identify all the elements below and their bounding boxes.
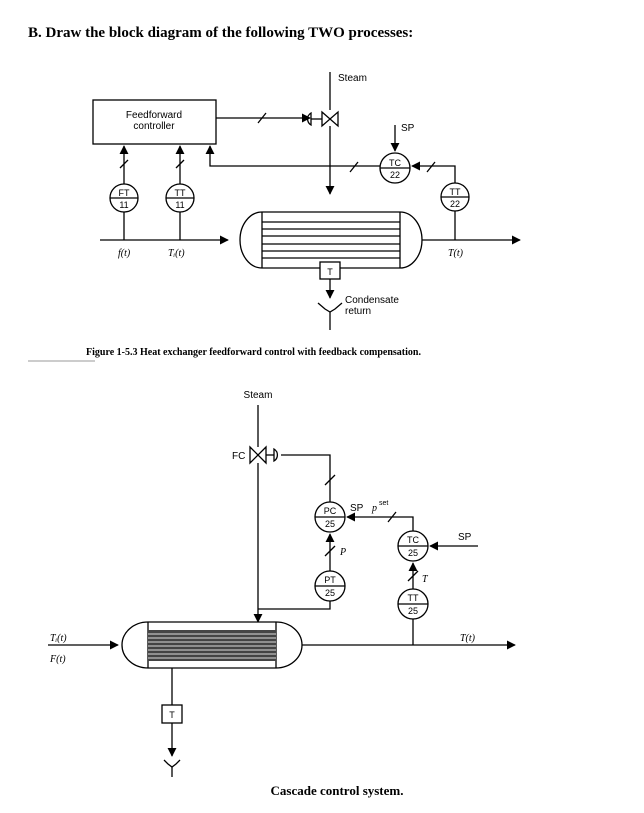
tt-11-num: 11 xyxy=(175,200,184,210)
f-label-2: F(t) xyxy=(49,654,66,665)
figure-1 xyxy=(92,72,521,330)
tt-25-num: 25 xyxy=(408,606,418,616)
steam-label-2: Steam xyxy=(244,390,273,401)
pt-25-tag: PT xyxy=(324,575,336,585)
pset-label: p xyxy=(371,503,377,514)
condensate-split-1 xyxy=(317,302,343,313)
p-signal-label: P xyxy=(339,547,346,558)
ti-label-1: Tᵢ(t) xyxy=(168,248,185,259)
pc-output-line xyxy=(281,454,331,502)
feedforward-controller-box xyxy=(92,99,217,145)
control-valve-1 xyxy=(307,110,339,128)
tt-out-signal-line xyxy=(411,161,456,183)
pt-25-num: 25 xyxy=(325,588,335,598)
f-label-1: f(t) xyxy=(118,248,131,259)
tc-22-num: 22 xyxy=(390,170,400,180)
trap-label-1: T xyxy=(327,267,333,277)
condensate-label-line2: return xyxy=(345,306,371,317)
t-label-1: T(t) xyxy=(448,248,464,259)
figure-2-labels: Steam FC PC 25 TC 25 PT 25 TT 25 SP p se… xyxy=(49,390,476,798)
t-out-label-2: T(t) xyxy=(460,633,476,644)
condensate-label-line1: Condensate xyxy=(345,295,399,306)
tc-25-num: 25 xyxy=(408,548,418,558)
ti-label-2: Tᵢ(t) xyxy=(50,633,67,644)
tt-22-num: 22 xyxy=(450,199,460,209)
controller-label-line2: controller xyxy=(133,121,175,132)
tc-to-pc-line xyxy=(346,512,414,532)
pc-25-num: 25 xyxy=(325,519,335,529)
tc-22-tag: TC xyxy=(389,158,401,168)
fc-label: FC xyxy=(232,451,245,462)
tt-11-tag: TT xyxy=(175,188,186,198)
pc-25-tag: PC xyxy=(324,506,337,516)
tt-22-tag: TT xyxy=(450,187,461,197)
tt-25-tag: TT xyxy=(408,593,419,603)
figure-2 xyxy=(48,405,516,777)
sp-label-tc: SP xyxy=(458,532,472,543)
heat-exchanger-2 xyxy=(121,621,303,669)
figure-1-caption: Figure 1-5.3 Heat exchanger feedforward … xyxy=(86,347,421,358)
figure-1-labels: Steam Feedforward controller SP TC 22 FT… xyxy=(86,73,464,358)
condensate-split-2 xyxy=(163,759,181,768)
ft-11-num: 11 xyxy=(119,200,128,210)
pt-tap xyxy=(258,601,331,610)
heat-exchanger-1 xyxy=(239,211,423,269)
t-signal-label: T xyxy=(422,574,429,585)
control-valve-2 xyxy=(249,445,278,465)
steam-label-1: Steam xyxy=(338,73,367,84)
tc-25-tag: TC xyxy=(407,535,419,545)
ft-11-tag: FT xyxy=(119,188,130,198)
controller-label-line1: Feedforward xyxy=(126,110,182,121)
heading: B. Draw the block diagram of the followi… xyxy=(28,25,413,41)
feedback-line xyxy=(205,145,380,167)
trap-label-2: T xyxy=(169,710,175,720)
sp-label-1: SP xyxy=(401,123,415,134)
pset-sup: set xyxy=(379,500,388,507)
figure-2-caption: Cascade control system. xyxy=(271,783,404,798)
sp-label-pc: SP xyxy=(350,503,364,514)
